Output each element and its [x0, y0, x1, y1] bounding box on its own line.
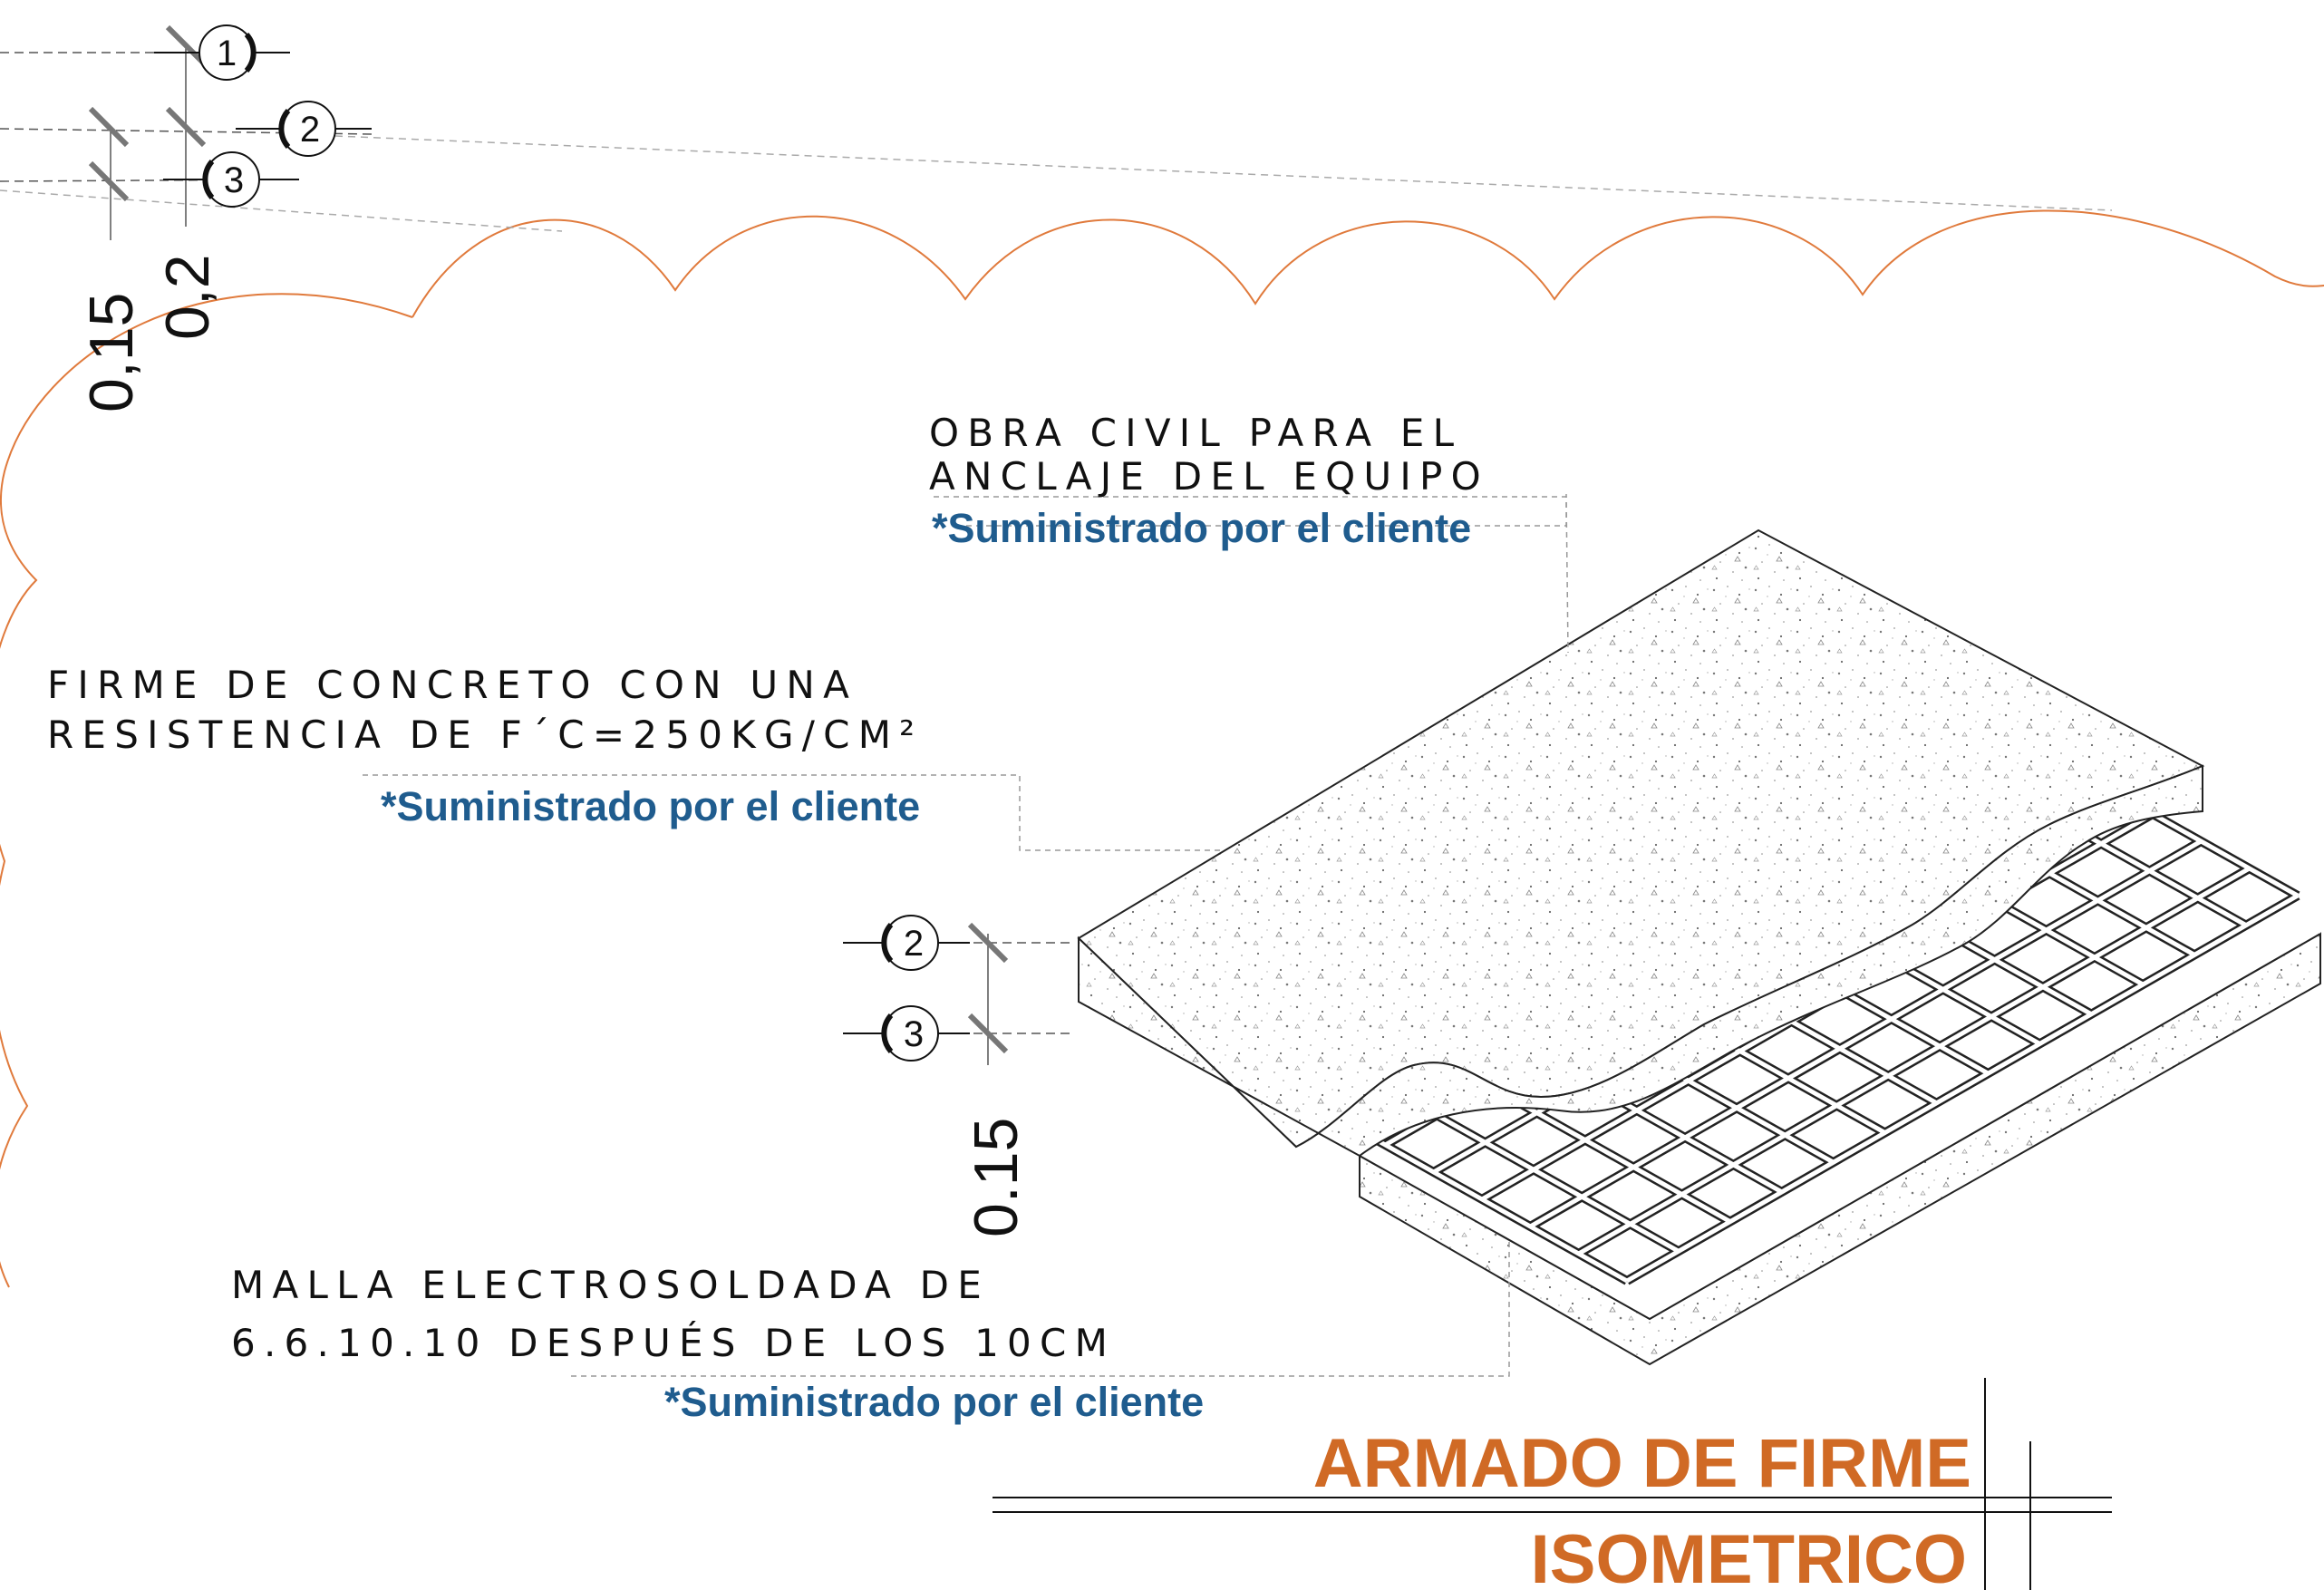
level-marker-2-label: 2 — [300, 110, 320, 150]
revision-cloud — [0, 209, 2324, 1288]
slab-level-marker-3: 3 — [843, 1005, 970, 1062]
drawing-title: ARMADO DE FIRME — [1313, 1425, 1971, 1502]
label-malla: MALLA ELECTROSOLDADA DE 6.6.10.10 DESPUÉ… — [231, 1263, 1204, 1425]
obra-line-2: ANCLAJE DEL EQUIPO — [929, 454, 1489, 499]
level-marker-3: 3 — [163, 151, 299, 208]
malla-line-2: 6.6.10.10 DESPUÉS DE LOS 10CM — [231, 1320, 1116, 1365]
firme-note: *Suministrado por el cliente — [381, 783, 920, 829]
label-obra-civil: OBRA CIVIL PARA EL ANCLAJE DEL EQUIPO *S… — [929, 411, 1489, 551]
malla-note: *Suministrado por el cliente — [664, 1379, 1204, 1425]
title-block: ARMADO DE FIRME ISOMETRICO — [993, 1378, 2112, 1590]
slab-level-marker-3-label: 3 — [904, 1014, 924, 1054]
slab-level-markers: 2 3 0.15 — [843, 915, 1074, 1237]
obra-note: *Suministrado por el cliente — [932, 505, 1471, 551]
concrete-slab-side — [1078, 764, 2203, 1158]
top-level-markers: 1 2 3 0,15 0,2 — [0, 24, 2113, 412]
dimension-slab-thickness: 0.15 — [962, 1118, 1031, 1237]
malla-line-1: MALLA ELECTROSOLDADA DE — [231, 1263, 990, 1307]
obra-line-1: OBRA CIVIL PARA EL — [929, 411, 1462, 455]
level-marker-1: 1 — [154, 24, 290, 81]
level-marker-2: 2 — [236, 101, 372, 157]
dimension-top-b: 0,2 — [153, 254, 222, 340]
level-marker-3-label: 3 — [224, 160, 244, 200]
leader-lines — [363, 494, 1569, 1377]
level-marker-1-label: 1 — [217, 34, 237, 73]
dimension-top-a: 0,15 — [77, 293, 146, 412]
slab-level-marker-2-label: 2 — [904, 924, 924, 964]
firme-line-1: FIRME DE CONCRETO CON UNA — [47, 663, 857, 707]
slab-isometric — [1077, 528, 2321, 1366]
label-firme: FIRME DE CONCRETO CON UNA RESISTENCIA DE… — [47, 663, 923, 829]
drawing-subtitle: ISOMETRICO — [1531, 1521, 1967, 1590]
firme-line-2: RESISTENCIA DE F´C=250KG/CM² — [47, 713, 923, 757]
slab-level-marker-2: 2 — [843, 915, 970, 971]
